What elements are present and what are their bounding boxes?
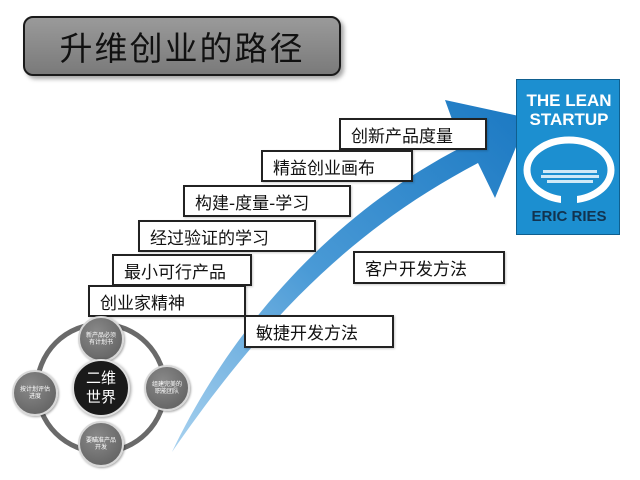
cycle-center-node: 二维世界 [72,359,130,417]
step-entrepreneurship: 创业家精神 [88,285,246,317]
page-title: 升维创业的路径 [59,29,305,68]
book-title-line2: STARTUP [529,110,609,129]
step-innovation-metrics: 创新产品度量 [339,118,487,150]
cycle-node-bottom: 要瞄准产品开发 [78,421,124,467]
cycle-center-label: 二维世界 [85,369,116,406]
book-title-line1: THE LEAN [526,91,612,110]
label-agile-development: 敏捷开发方法 [244,315,394,348]
label-customer-development: 客户开发方法 [353,251,505,284]
lean-startup-book-cover: THE LEAN STARTUP ERIC RIES [516,79,620,235]
cycle-node-left: 按计划评估进度 [12,370,58,416]
book-subtitle-lines [539,168,601,185]
title-banner: 升维创业的路径 [23,16,341,76]
cycle-node-top: 新产品必须有计划书 [78,316,124,362]
arrow-shape [172,100,528,452]
cycle-node-right: 组建完美的职能团队 [144,365,190,411]
step-build-measure-learn: 构建-度量-学习 [183,185,351,217]
step-lean-canvas: 精益创业画布 [261,150,413,182]
book-ring-graphic [523,136,615,206]
step-mvp: 最小可行产品 [112,254,252,286]
step-validated-learning: 经过验证的学习 [138,220,316,252]
book-author: ERIC RIES [531,208,607,225]
